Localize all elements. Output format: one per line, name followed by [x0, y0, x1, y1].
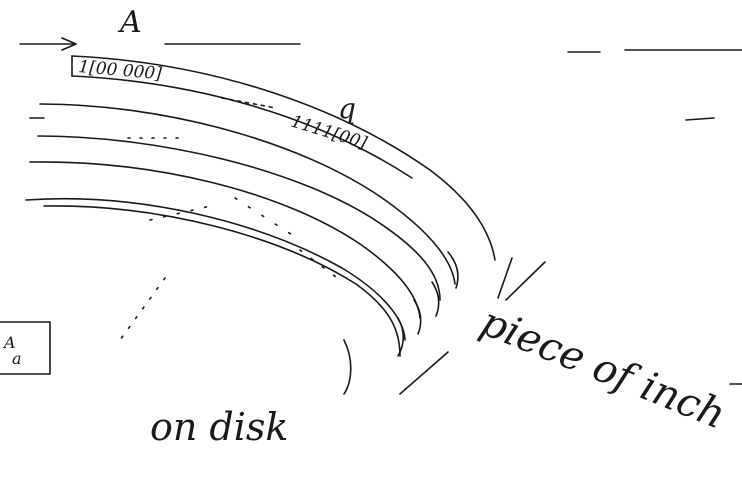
gap-dots	[221, 97, 277, 109]
bits-group-1: 1[00 000]	[78, 57, 163, 84]
continuation-dots	[119, 137, 341, 341]
inner-track-ends	[343, 251, 459, 395]
inch-marks	[399, 257, 546, 395]
right-dashes	[29, 49, 742, 121]
label-q: q	[338, 92, 356, 125]
box-a	[0, 321, 51, 375]
inner-tracks	[25, 103, 456, 357]
caption-piece-of-inch: piece of inch	[474, 299, 732, 439]
box-label-a: A	[2, 333, 16, 352]
caption-on-disk: on disk	[150, 405, 288, 449]
label-a: A	[117, 5, 142, 40]
outer-track	[71, 55, 496, 261]
top-reference-line	[19, 37, 301, 51]
box-label-a-lower: a	[12, 349, 22, 368]
bits-group-2: 1111[00]	[289, 112, 370, 154]
